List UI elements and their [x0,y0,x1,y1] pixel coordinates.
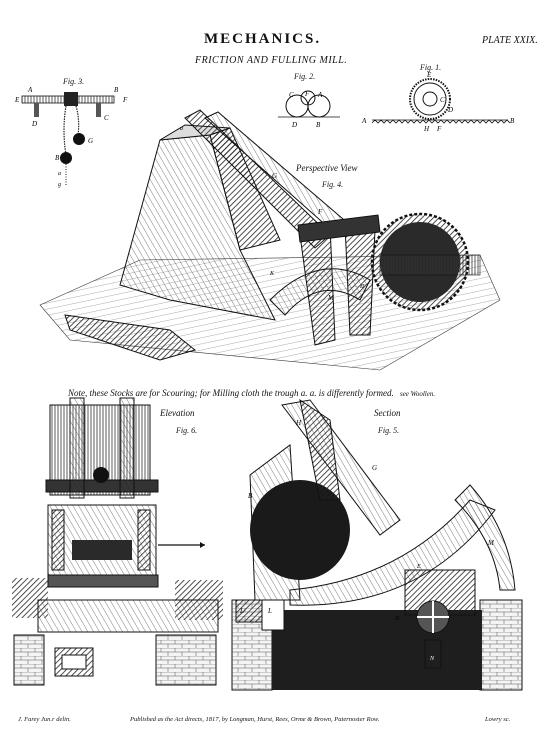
svg-text:A: A [317,91,323,99]
fig5-title: Section [374,408,401,418]
plate-note: Note, these Stocks are for Scouring; for… [68,388,435,398]
svg-text:E: E [14,96,20,104]
fig3-caption: Fig. 3. [63,77,85,86]
svg-text:F: F [436,125,442,133]
svg-text:F: F [317,208,323,216]
fig1-caption: Fig. 1. [420,63,442,72]
svg-text:C: C [104,114,109,122]
svg-text:K: K [269,271,275,277]
svg-text:g: g [58,182,61,188]
svg-text:G: G [372,464,377,472]
svg-text:B: B [248,492,253,500]
page-title: MECHANICS. [204,31,322,47]
svg-text:F: F [122,96,128,104]
svg-text:B: B [114,86,119,94]
footer-delineator: J. Farey Jun.r delin. [18,716,71,723]
svg-text:M: M [327,294,335,302]
svg-text:D: D [359,284,365,290]
figure-2-drawing: C F A D B [278,90,340,129]
svg-text:A: A [361,117,367,125]
fig2-caption: Fig. 2. [294,72,316,81]
svg-text:L: L [239,607,244,615]
svg-text:M: M [487,539,495,547]
footer-engraver: Lowry sc. [485,716,511,723]
svg-text:B: B [510,117,515,125]
svg-text:D: D [291,121,297,129]
svg-text:N: N [429,656,435,662]
svg-text:L: L [267,607,272,615]
note-ref: see Woollen. [399,390,436,398]
figure-3-drawing: A B E F D C B G a g [14,86,128,188]
svg-text:a: a [180,126,183,132]
plate-number: PLATE XXIX. [482,35,538,46]
svg-text:H: H [423,125,430,133]
fig6-caption: Fig. 6. [176,426,198,435]
plate-subtitle: FRICTION AND FULLING MILL. [195,55,348,66]
svg-text:F: F [304,90,310,98]
svg-text:G: G [88,137,93,145]
svg-text:D: D [447,106,453,114]
svg-text:a: a [58,171,61,177]
svg-text:H: H [295,419,302,427]
figure-5-drawing: H G B M E D L L N [231,398,523,691]
svg-text:D: D [394,616,400,622]
svg-text:A: A [27,86,33,94]
fig5-caption: Fig. 5. [378,426,400,435]
fig4-title: Perspective View [296,163,358,173]
note-text: Note, these Stocks are for Scouring; for… [68,388,394,398]
figure-6-drawing [12,397,223,695]
svg-text:E: E [416,564,421,570]
footer-publisher: Published as the Act directs, 1817, by L… [130,716,380,723]
svg-text:D: D [31,120,37,128]
fig6-title: Elevation [160,408,195,418]
figure-1-drawing: E C D A B H F [361,71,515,133]
svg-text:C: C [440,96,445,104]
svg-text:B: B [316,121,321,129]
svg-text:C: C [289,91,294,99]
svg-text:E: E [426,71,432,79]
figure-4-drawing: a G F K M D [39,109,501,371]
fig4-caption: Fig. 4. [322,180,344,189]
svg-text:G: G [272,172,277,180]
svg-text:B: B [55,154,60,162]
